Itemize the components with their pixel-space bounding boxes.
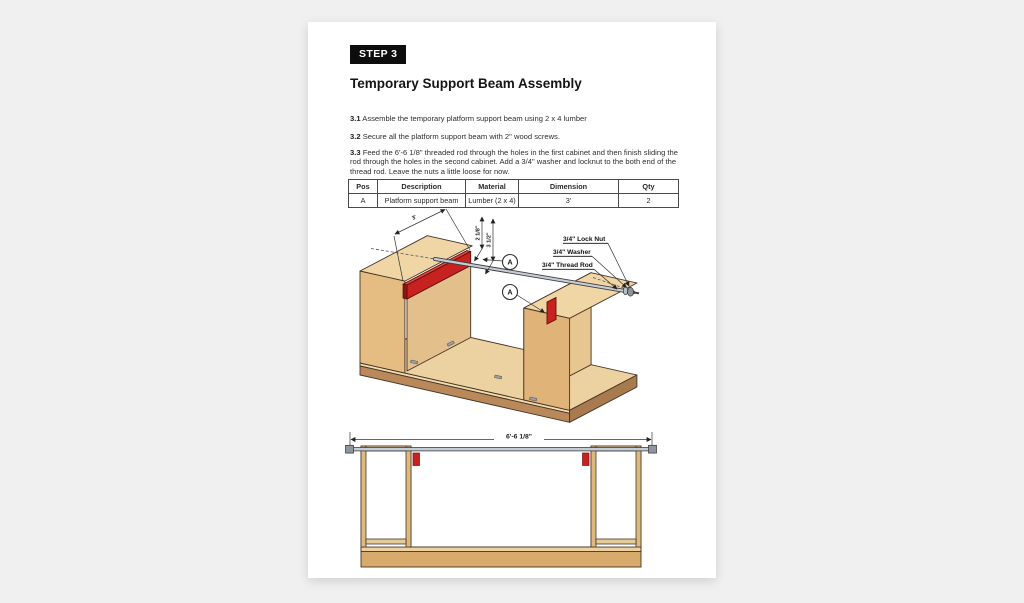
elevation-diagram: 6'-6 1/8" bbox=[344, 426, 684, 568]
dim-label-backing bbox=[494, 431, 544, 441]
step-badge: STEP 3 bbox=[350, 45, 407, 64]
lock-nut-label: 3/4" Lock Nut bbox=[563, 236, 606, 243]
beam-length-dimension bbox=[393, 208, 471, 282]
dim-beam-length: 3' bbox=[411, 214, 418, 222]
left-cabinet bbox=[359, 235, 473, 374]
elev-nut-left bbox=[345, 444, 354, 454]
table-row: A Platform support beam Lumber (2 x 4) 3… bbox=[348, 193, 679, 208]
offset-dimensions bbox=[474, 216, 496, 275]
document-page: STEP 3 Temporary Support Beam Assembly 3… bbox=[308, 22, 716, 578]
isometric-diagram: 3' 2 1/8" 3 1/2" A A bbox=[349, 205, 681, 425]
washer-label: 3/4" Washer bbox=[553, 249, 591, 256]
elev-right-cabinet bbox=[590, 445, 642, 548]
col-material: Material bbox=[465, 179, 519, 194]
col-description: Description bbox=[377, 179, 466, 194]
step-text: Secure all the platform support beam wit… bbox=[362, 131, 560, 141]
cell-pos: A bbox=[348, 193, 378, 208]
corner-brackets bbox=[410, 340, 538, 402]
step-3-2: 3.2 Secure all the platform support beam… bbox=[350, 132, 688, 142]
callout-a-1: A bbox=[482, 253, 519, 271]
col-dimension: Dimension bbox=[518, 179, 619, 194]
support-beam-right-end bbox=[546, 296, 557, 325]
annotation-lock-nut: 3/4" Lock Nut bbox=[563, 236, 630, 287]
step-3-1: 3.1 Assemble the temporary platform supp… bbox=[350, 114, 688, 124]
thread-rod-label: 3/4" Thread Rod bbox=[542, 262, 593, 269]
cell-dimension: 3' bbox=[518, 193, 619, 208]
elev-beam-left bbox=[412, 452, 420, 466]
parts-table: Pos Description Material Dimension Qty A… bbox=[348, 179, 679, 208]
thread-rod bbox=[433, 257, 635, 295]
elev-left-cabinet bbox=[360, 445, 412, 548]
callout-a-2: A bbox=[501, 283, 545, 313]
cell-qty: 2 bbox=[618, 193, 679, 208]
elev-base-platform bbox=[360, 546, 642, 568]
step-3-3: 3.3 Feed the 6'-6 1/8" threaded rod thro… bbox=[350, 148, 688, 177]
step-number: 3.2 bbox=[350, 131, 361, 141]
cell-material: Lumber (2 x 4) bbox=[465, 193, 519, 208]
annotation-washer: 3/4" Washer bbox=[553, 249, 627, 288]
hidden-rod-line-left bbox=[370, 248, 436, 260]
annotation-thread-rod: 3/4" Thread Rod bbox=[542, 262, 618, 290]
dim-offset-1: 2 1/8" bbox=[476, 225, 482, 240]
step-number: 3.3 bbox=[350, 147, 361, 157]
callout-a-1-label: A bbox=[507, 260, 512, 267]
col-pos: Pos bbox=[348, 179, 378, 194]
page-title: Temporary Support Beam Assembly bbox=[350, 76, 582, 91]
elev-thread-rod bbox=[345, 444, 657, 454]
elev-nut-right bbox=[648, 444, 657, 454]
step-text: Assemble the temporary platform support … bbox=[362, 113, 587, 123]
washer-and-locknut bbox=[622, 286, 640, 297]
parts-table-header-row: Pos Description Material Dimension Qty bbox=[348, 179, 679, 194]
cell-description: Platform support beam bbox=[377, 193, 466, 208]
dim-overall-label: 6'-6 1/8" bbox=[506, 434, 532, 441]
elev-beam-right bbox=[582, 452, 590, 466]
callout-a-2-label: A bbox=[507, 290, 512, 297]
dim-offset-2: 3 1/2" bbox=[487, 232, 493, 247]
col-qty: Qty bbox=[618, 179, 679, 194]
step-number: 3.1 bbox=[350, 113, 361, 123]
step-text: Feed the 6'-6 1/8" threaded rod through … bbox=[350, 147, 678, 176]
